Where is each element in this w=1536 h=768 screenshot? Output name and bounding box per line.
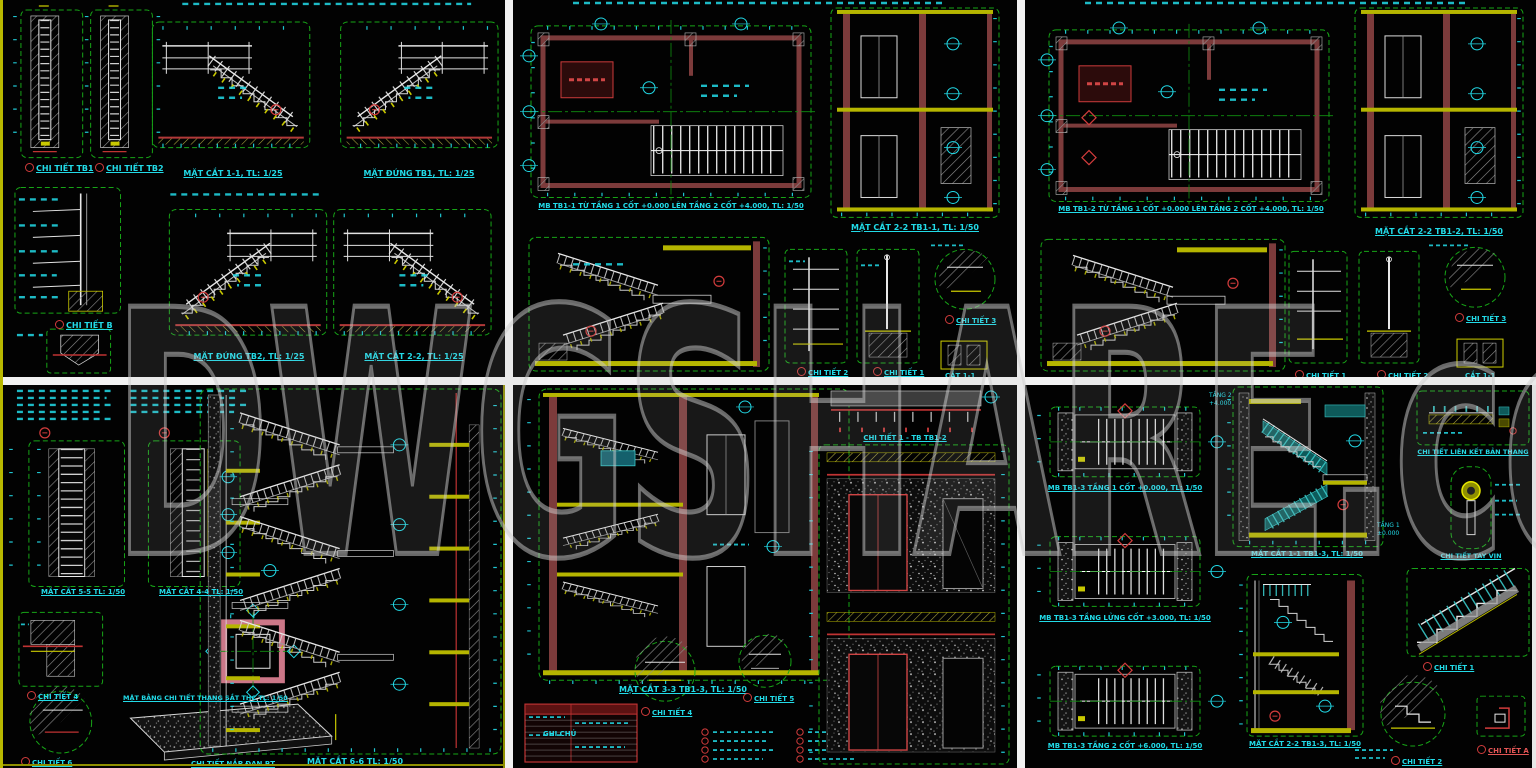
drawing-title: MẶT CẮT 1-1, TL: 1/25: [183, 169, 283, 178]
drawing-title: MẶT BẰNG CHI TIẾT THANG SẮT THC TL: 1/50: [123, 694, 288, 702]
detail-marker-icon: [95, 163, 104, 172]
detail-marker-icon: [27, 691, 36, 700]
drawing-title: MB TB1-3 TẦNG LỬNG CỐT +3.000, TL: 1/50: [1039, 614, 1211, 622]
drawing-title: MẶT ĐỨNG TB2, TL: 1/25: [193, 352, 305, 361]
right-frame-bar: [503, 385, 505, 768]
level-label: TẦNG 1: [1377, 522, 1400, 529]
legend-title: GHI CHÚ: [543, 730, 577, 738]
detail-marker-icon: [743, 693, 752, 702]
caption-text: CHI TIẾT 3: [956, 317, 997, 325]
detail-marker-icon: [945, 315, 954, 324]
bottom-frame-bar: [3, 764, 505, 766]
caption-text: CHI TIẾT 1: [884, 369, 925, 377]
detail-marker-icon: [1391, 756, 1400, 765]
stair-tb1-3-plans-details-drawing: [1025, 385, 1530, 768]
sheet-bottom-left: MẶT CẮT 5-5 TL: 1/50 MẶT CẮT 4-4 TL: 1/5…: [3, 385, 505, 768]
drawing-title: MẶT CẮT 5-5 TL: 1/50: [41, 588, 126, 596]
caption-text: CHI TIẾT 1: [1306, 372, 1347, 380]
level-label: TẦNG 2: [1209, 392, 1232, 399]
drawing-title: CHI TIẾT 1 - TB TB1-2: [863, 434, 947, 442]
drawing-caption: CHI TIẾT A: [1477, 745, 1529, 755]
drawing-title: MẶT CẮT 2-2 TB1-3, TL: 1/50: [1249, 740, 1361, 748]
caption-text: CHI TIẾT 5: [754, 695, 795, 703]
drawing-title: MẶT CẮT 2-2, TL: 1/25: [364, 352, 464, 361]
detail-marker-icon: [1477, 745, 1486, 754]
drawing-title: MB TB1-2 TỪ TẦNG 1 CỐT +0.000 LÊN TẦNG 2…: [1058, 205, 1324, 213]
stair-details-tb1-tb2-drawing: [13, 2, 505, 374]
drawing-title: MB TB1-1 TỪ TẦNG 1 CỐT +0.000 LÊN TẦNG 2…: [538, 202, 804, 210]
drawing-caption: CHI TIẾT 3: [1455, 313, 1506, 323]
right-edge-bar: [1532, 385, 1536, 768]
sheet-bottom-middle: MẶT CẮT 3-3 TB1-3, TL: 1/50 CHI TIẾT 4 C…: [513, 385, 1017, 768]
drawing-caption: CHI TIẾT TB1: [25, 163, 94, 173]
drawing-caption: CHI TIẾT 1: [1423, 662, 1474, 672]
detail-marker-icon: [55, 320, 64, 329]
drawing-caption: CHI TIẾT 2: [1391, 756, 1442, 766]
drawing-title: MẶT CẮT 3-3 TB1-3, TL: 1/50: [619, 685, 747, 694]
stair-tb1-2-plan-section-drawing: [1025, 0, 1536, 372]
sheet-top-left: CHI TIẾT TB1 CHI TIẾT TB2 MẶT CẮT 1-1, T…: [3, 0, 505, 377]
caption-text: CHI TIẾT 1: [1434, 664, 1475, 672]
drawing-title: MẶT CẮT 1-1 TB1-3, TL: 1/50: [1251, 550, 1363, 558]
drawing-caption: CHI TIẾT 5: [743, 693, 794, 703]
drawing-title: MB TB1-3 TẦNG 1 CỐT +0.000, TL: 1/50: [1047, 484, 1203, 492]
drawing-title: MB TB1-3 TẦNG 2 CỐT +6.000, TL: 1/50: [1047, 742, 1203, 750]
caption-text: CHI TIẾT 2: [1388, 372, 1429, 380]
detail-marker-icon: [1423, 662, 1432, 671]
caption-text: CHI TIẾT TB2: [106, 164, 164, 173]
drawing-caption: CHI TIẾT 2: [797, 367, 848, 377]
drawing-title: CHI TIẾT TAY VỊN: [1440, 552, 1502, 560]
drawing-caption: CHI TIẾT 4: [27, 691, 78, 701]
caption-text: CHI TIẾT TB1: [36, 164, 94, 173]
left-frame-bar: [0, 0, 3, 768]
drawing-caption: CHI TIẾT 1: [873, 367, 924, 377]
horizontal-divider: [0, 377, 1536, 385]
detail-marker-icon: [25, 163, 34, 172]
level-label: ±0.000: [1377, 530, 1400, 537]
detail-marker-icon: [797, 367, 806, 376]
drawing-caption: CHI TIẾT 3: [945, 315, 996, 325]
drawing-caption: CẮT 1-1: [945, 372, 976, 380]
drawing-caption: CHI TIẾT 4: [641, 707, 692, 717]
caption-text: CHI TIẾT 6: [32, 759, 73, 767]
drawing-caption: CẮT 1-1: [1465, 372, 1496, 380]
drawing-title: MẶT CẮT 2-2 TB1-1, TL: 1/50: [851, 223, 979, 232]
caption-text: CHI TIẾT 4: [38, 693, 79, 701]
drawing-caption: CHI TIẾT TB2: [95, 163, 164, 173]
caption-text: CHI TIẾT B: [66, 321, 113, 330]
level-label: +4.000: [1209, 400, 1232, 407]
stair-tb1-3-section-elevator-drawing: [524, 388, 1010, 765]
caption-text: CHI TIẾT 4: [652, 709, 693, 717]
caption-text: CHI TIẾT 3: [1466, 315, 1507, 323]
drawing-title: CHI TIẾT LIÊN KẾT BẢN THANG: [1417, 448, 1529, 456]
sheet-top-right: MB TB1-2 TỪ TẦNG 1 CỐT +0.000 LÊN TẦNG 2…: [1025, 0, 1536, 380]
drawing-caption: CHI TIẾT B: [55, 320, 113, 330]
drawing-title: MẶT CẮT 6-6 TL: 1/50: [306, 757, 404, 766]
detail-marker-icon: [873, 367, 882, 376]
drawing-title: MẶT CẮT 4-4 TL: 1/50: [159, 588, 244, 596]
drawing-title: MẶT ĐỨNG TB1, TL: 1/25: [363, 169, 475, 178]
detail-marker-icon: [641, 707, 650, 716]
sheet-top-middle: MB TB1-1 TỪ TẦNG 1 CỐT +0.000 LÊN TẦNG 2…: [513, 0, 1017, 380]
caption-text: CHI TIẾT 2: [808, 369, 849, 377]
stair-sections-details-drawing: [9, 388, 502, 761]
detail-marker-icon: [1455, 313, 1464, 322]
sheet-bottom-right: MB TB1-3 TẦNG 1 CỐT +0.000, TL: 1/50 MB …: [1025, 385, 1536, 768]
caption-text: CHI TIẾT 2: [1402, 758, 1443, 766]
stair-tb1-1-plan-section-drawing: [513, 0, 1017, 372]
caption-text: CHI TIẾT A: [1488, 747, 1529, 755]
drawing-title: MẶT CẮT 2-2 TB1-2, TL: 1/50: [1375, 227, 1503, 236]
